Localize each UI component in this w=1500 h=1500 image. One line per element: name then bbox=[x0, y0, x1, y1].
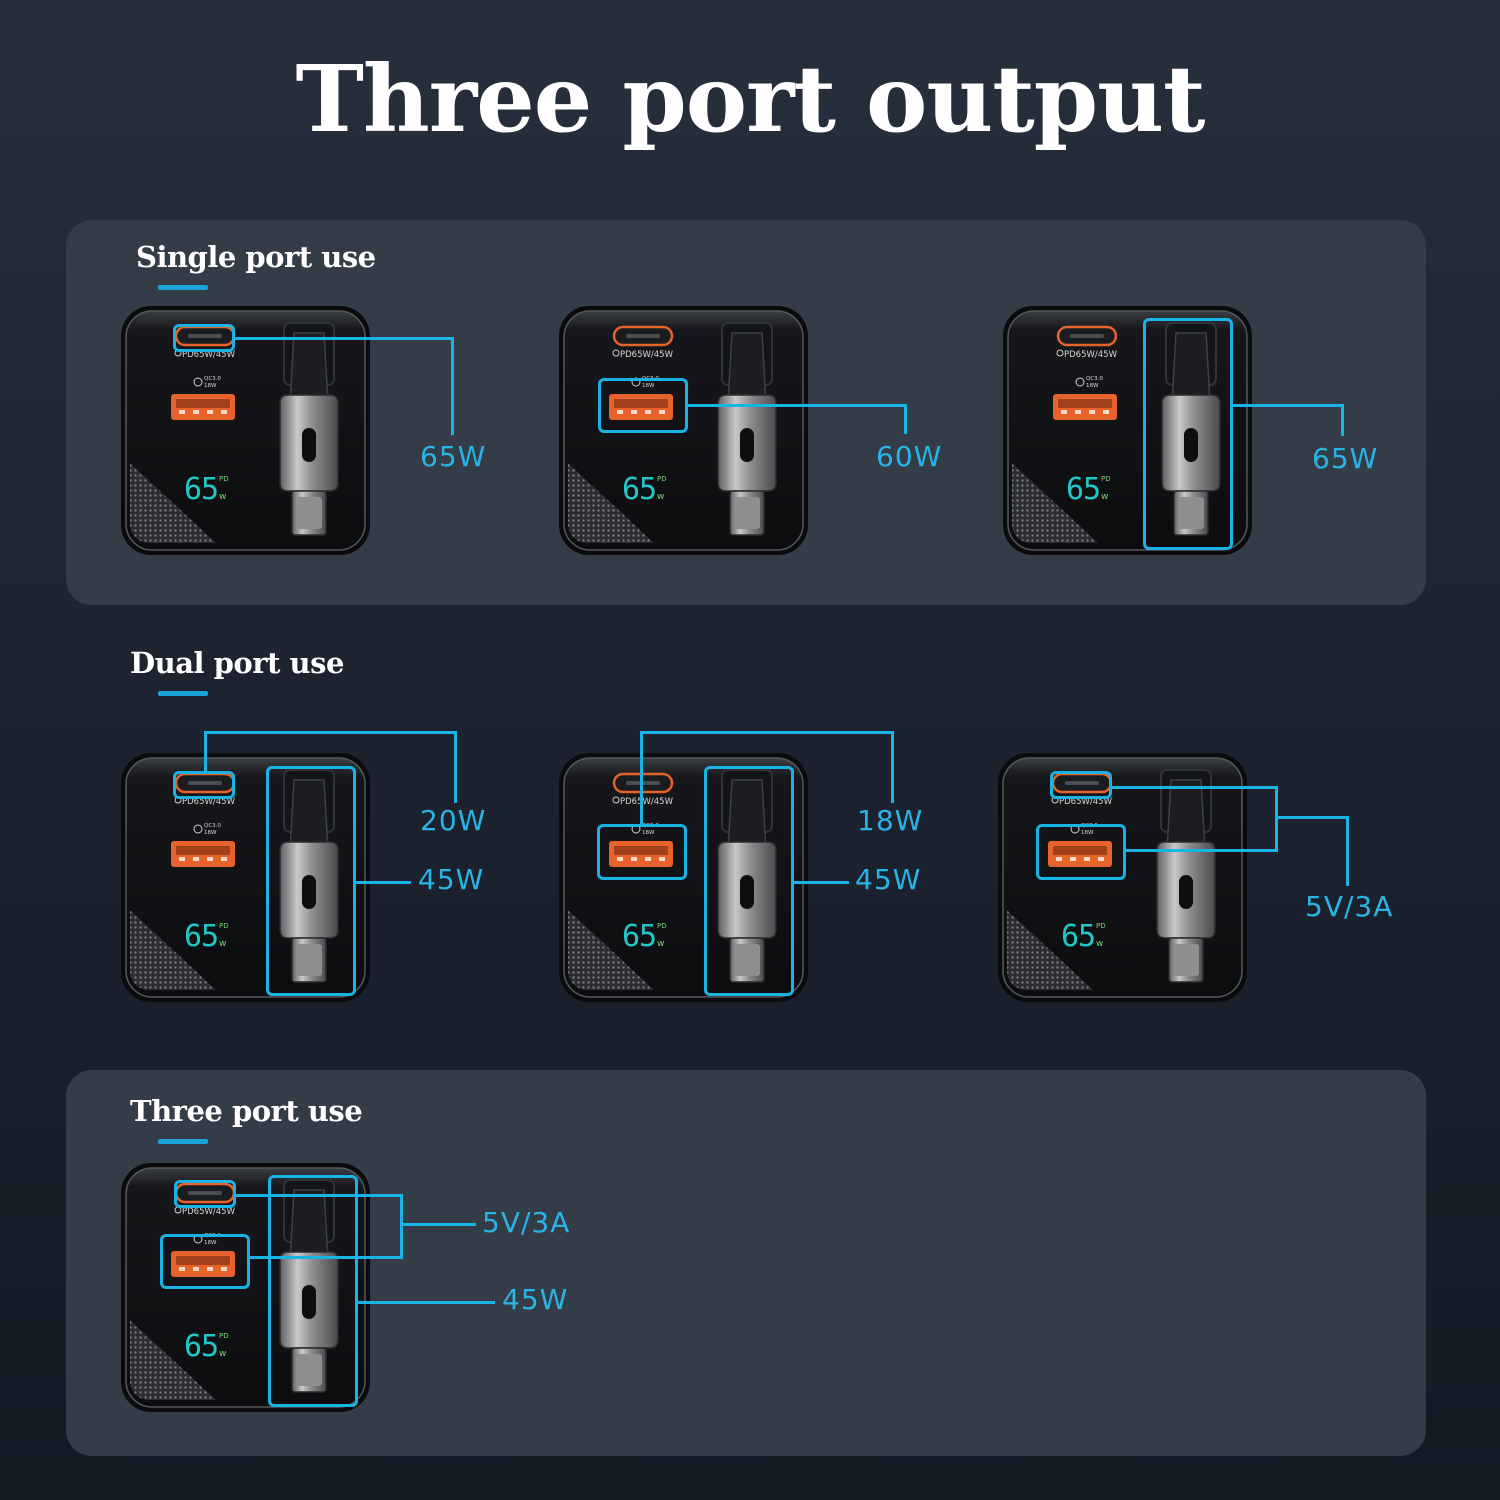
watt-label: 20W bbox=[420, 804, 487, 837]
leader-line bbox=[249, 1256, 403, 1259]
display-pd-label: PD bbox=[657, 475, 667, 483]
leader-line bbox=[454, 731, 457, 803]
leader-line bbox=[234, 337, 454, 340]
three-port-underline bbox=[158, 1139, 208, 1144]
highlight-usb-a bbox=[1036, 824, 1126, 880]
dual-port-title: Dual port use bbox=[130, 646, 344, 680]
watt-label: 45W bbox=[418, 863, 485, 896]
leader-line bbox=[357, 1301, 495, 1304]
leader-line bbox=[1275, 786, 1278, 852]
qc-marking: QC3.0 bbox=[204, 823, 221, 829]
leader-line bbox=[1277, 816, 1349, 819]
display-pd-label: PD bbox=[219, 475, 229, 483]
highlight-cable bbox=[704, 766, 794, 996]
leader-line bbox=[1111, 786, 1278, 789]
qc-marking: 18W bbox=[204, 1240, 217, 1246]
qc-marking: 18W bbox=[204, 830, 217, 836]
power-display: 65 bbox=[622, 919, 656, 954]
highlight-cable bbox=[1143, 318, 1233, 550]
power-display: 65 bbox=[622, 472, 656, 507]
watt-label: 45W bbox=[855, 863, 922, 896]
type-c-marking: PD65W/45W bbox=[182, 1207, 236, 1217]
page-title: Three port output bbox=[295, 45, 1205, 153]
leader-line bbox=[891, 731, 894, 803]
display-w-label: w bbox=[219, 939, 226, 949]
watt-label: 65W bbox=[420, 440, 487, 473]
qc-marking: 18W bbox=[642, 830, 655, 836]
power-display: 65 bbox=[184, 472, 218, 507]
display-w-label: w bbox=[657, 492, 664, 502]
leader-line bbox=[355, 881, 411, 884]
qc-marking: 18W bbox=[204, 383, 217, 389]
display-w-label: w bbox=[219, 492, 226, 502]
highlight-cable bbox=[266, 766, 356, 996]
watt-label: 45W bbox=[502, 1283, 569, 1316]
leader-line bbox=[204, 731, 457, 734]
display-pd-label: PD bbox=[219, 1332, 229, 1340]
highlight-usb-c bbox=[173, 771, 235, 799]
watt-label: 60W bbox=[876, 440, 943, 473]
display-w-label: w bbox=[219, 1349, 226, 1359]
qc-marking: QC3.0 bbox=[204, 376, 221, 382]
single-port-title: Single port use bbox=[136, 240, 376, 274]
leader-line bbox=[1232, 404, 1344, 407]
highlight-usb-a bbox=[598, 378, 688, 433]
highlight-cable bbox=[268, 1175, 358, 1407]
qc-marking: 18W bbox=[1086, 383, 1099, 389]
display-pd-label: PD bbox=[219, 922, 229, 930]
type-c-marking: PD65W/45W bbox=[182, 350, 236, 360]
type-c-marking: PD65W/45W bbox=[620, 797, 674, 807]
display-w-label: w bbox=[1101, 492, 1108, 502]
display-w-label: w bbox=[1096, 939, 1103, 949]
qc-marking: 18W bbox=[642, 383, 655, 389]
highlight-usb-c bbox=[1050, 771, 1112, 799]
type-c-marking: PD65W/45W bbox=[1064, 350, 1118, 360]
highlight-usb-c bbox=[174, 1180, 236, 1208]
qc-marking: 18W bbox=[1081, 830, 1094, 836]
display-pd-label: PD bbox=[657, 922, 667, 930]
leader-line bbox=[904, 404, 907, 434]
leader-line bbox=[235, 1194, 403, 1197]
power-display: 65 bbox=[184, 1329, 218, 1364]
qc-marking: QC3.0 bbox=[1086, 376, 1103, 382]
watt-label: 65W bbox=[1312, 442, 1379, 475]
single-port-underline bbox=[158, 285, 208, 290]
leader-line bbox=[204, 731, 207, 772]
leader-line bbox=[640, 731, 643, 825]
power-display: 65 bbox=[184, 919, 218, 954]
highlight-usb-a bbox=[160, 1234, 250, 1289]
type-c-marking: PD65W/45W bbox=[620, 350, 674, 360]
display-w-label: w bbox=[657, 939, 664, 949]
highlight-usb-a bbox=[597, 824, 687, 880]
display-pd-label: PD bbox=[1096, 922, 1106, 930]
type-c-marking: PD65W/45W bbox=[1059, 797, 1113, 807]
leader-line bbox=[1125, 849, 1278, 852]
display-pd-label: PD bbox=[1101, 475, 1111, 483]
watt-label: 5V/3A bbox=[1305, 890, 1394, 923]
three-port-title: Three port use bbox=[130, 1094, 363, 1128]
leader-line bbox=[1346, 816, 1349, 886]
leader-line bbox=[400, 1194, 403, 1259]
leader-line bbox=[640, 731, 894, 734]
leader-line bbox=[687, 404, 907, 407]
type-c-marking: PD65W/45W bbox=[182, 797, 236, 807]
watt-label: 18W bbox=[857, 804, 924, 837]
watt-label: 5V/3A bbox=[482, 1206, 571, 1239]
leader-line bbox=[451, 337, 454, 435]
power-display: 65 bbox=[1066, 472, 1100, 507]
dual-port-underline bbox=[158, 691, 208, 696]
power-display: 65 bbox=[1061, 919, 1095, 954]
leader-line bbox=[1341, 404, 1344, 436]
leader-line bbox=[793, 881, 849, 884]
leader-line bbox=[402, 1223, 476, 1226]
highlight-usb-c bbox=[173, 324, 235, 352]
